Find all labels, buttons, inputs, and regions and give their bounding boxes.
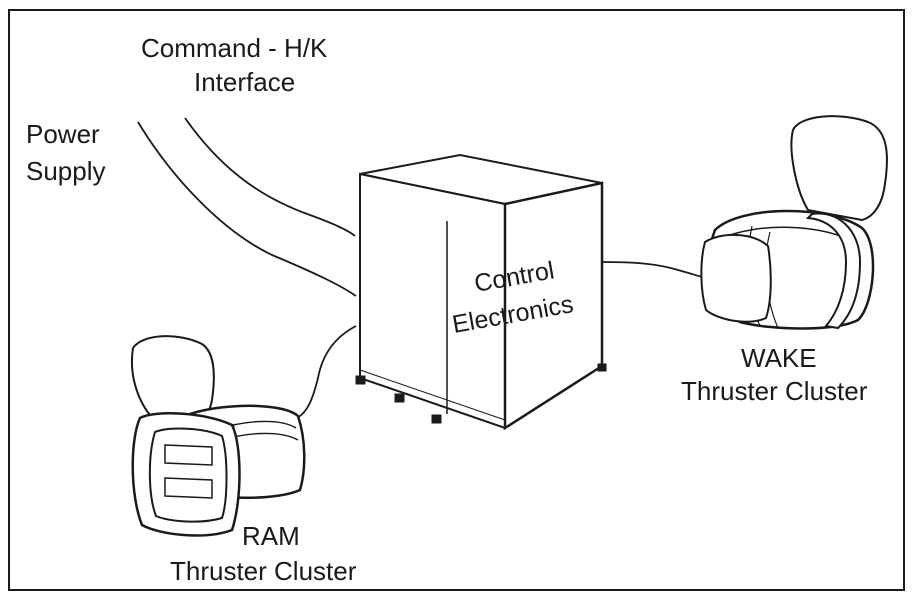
power-label: Power [26, 119, 100, 149]
wake-thruster-cluster [700, 115, 888, 330]
power-cable [137, 121, 357, 297]
ram-thruster-cluster-label: Thruster Cluster [170, 556, 357, 586]
command-hk-label: Command - H/K [141, 33, 328, 63]
command-cable [184, 117, 356, 237]
ram-label: RAM [242, 521, 300, 551]
interface-label: Interface [194, 67, 295, 97]
wake-label: WAKE [741, 343, 817, 373]
control-electronics-box [355, 153, 607, 431]
ram-thruster-cluster [131, 335, 306, 537]
wake-thruster-cluster-label: Thruster Cluster [681, 376, 868, 406]
ram-cable [296, 325, 357, 419]
diagram-frame [8, 9, 905, 591]
supply-label: Supply [26, 156, 106, 186]
